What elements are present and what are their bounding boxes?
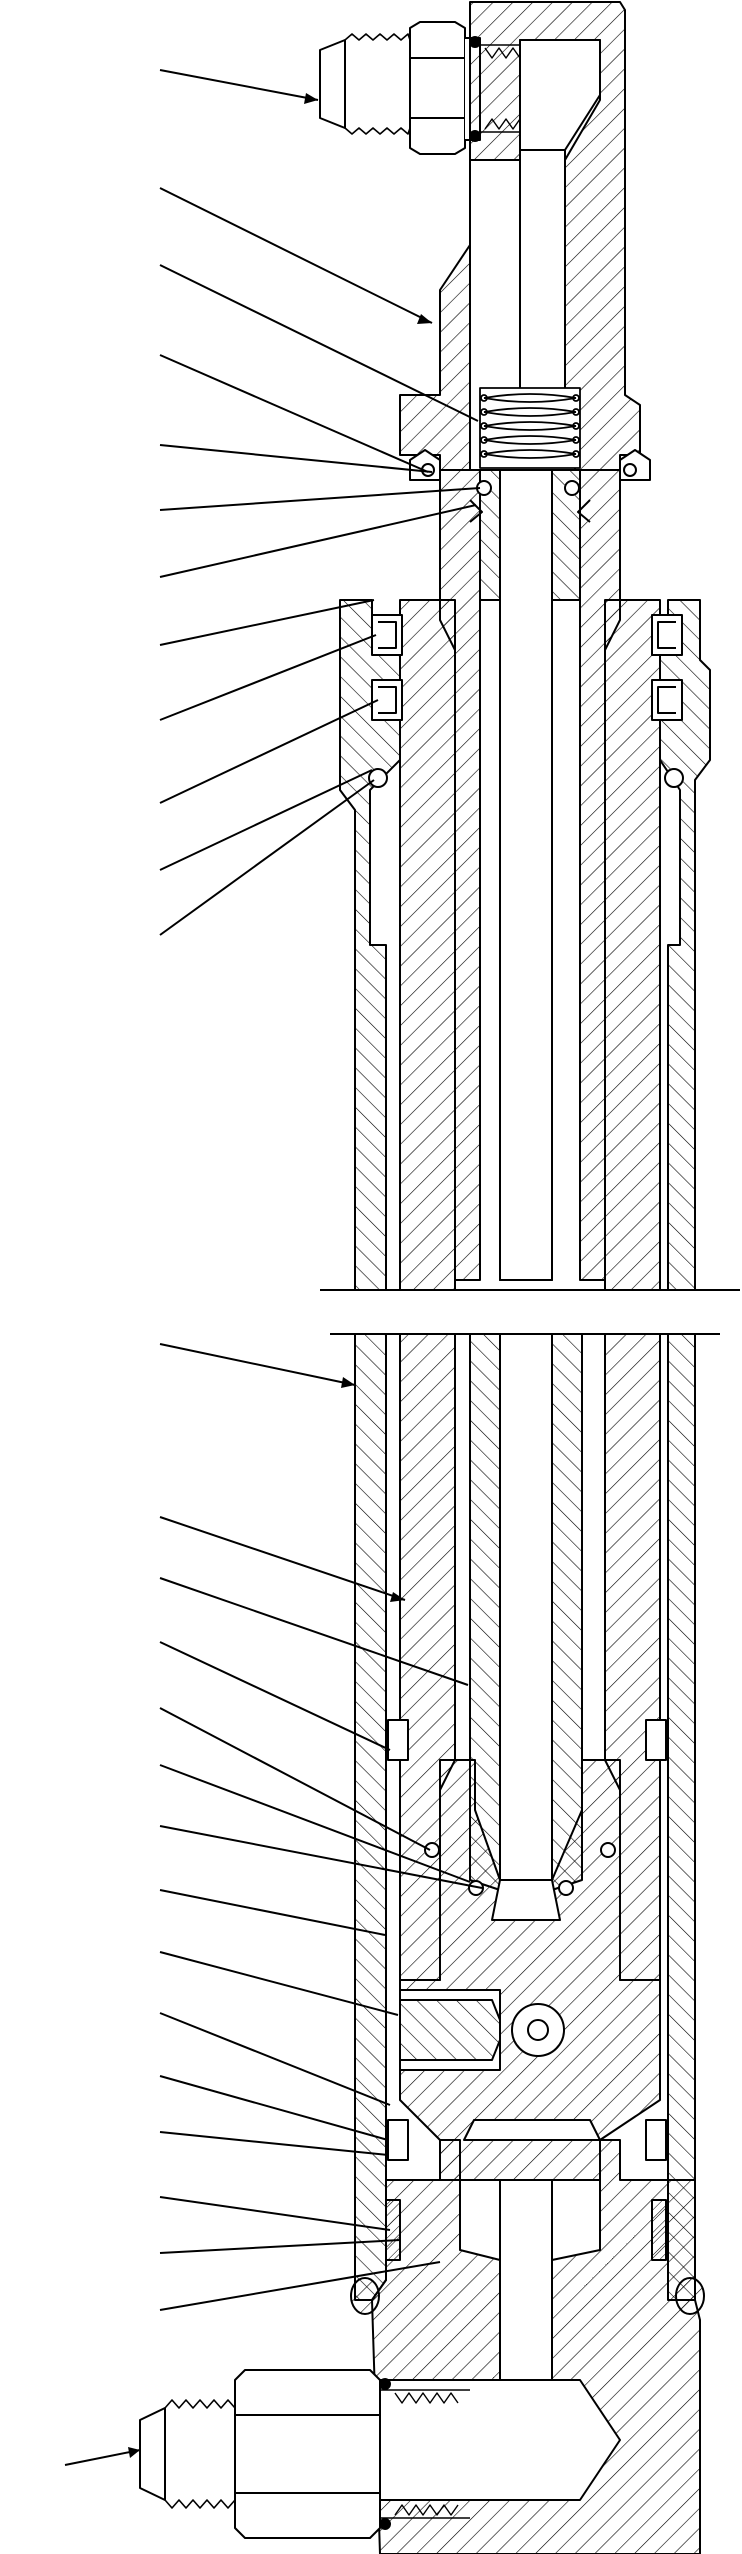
leader-line (159, 634, 377, 721)
leader-line (159, 2075, 389, 2141)
leader-line (159, 1516, 406, 1601)
center-rod-lower (469, 1333, 583, 1895)
top-fitting-threads (344, 33, 411, 135)
leader-line (159, 599, 375, 646)
leader-line (159, 187, 433, 324)
leader-lines (64, 69, 483, 2466)
spring (479, 387, 581, 469)
leader-line (159, 769, 373, 871)
leader-line (159, 504, 477, 578)
leader-line (159, 2239, 401, 2254)
leader-arrowheads (128, 93, 432, 2458)
leader-line (159, 1343, 356, 1386)
leader-line (159, 1951, 399, 2016)
top-body (399, 1, 641, 471)
leader-line (159, 354, 429, 473)
leader-line (64, 2449, 141, 2466)
leader-line (159, 1707, 431, 1851)
upper-glands (368, 614, 684, 788)
leader-line (159, 487, 481, 511)
bottom-body (350, 2139, 705, 2554)
leader-line (159, 1764, 471, 1883)
leader-line (159, 779, 375, 936)
leader-line (159, 1825, 483, 1889)
leader-line (159, 1641, 391, 1751)
piston-head (399, 1759, 661, 2181)
leader-line (159, 699, 379, 804)
leader-line (159, 2131, 389, 2156)
leader-line (159, 2012, 391, 2106)
leader-line (159, 2261, 441, 2311)
bottom-fitting (139, 2369, 470, 2539)
outer-barrel-upper (339, 599, 711, 1291)
break-line (320, 1289, 740, 1335)
leader-line (159, 2196, 391, 2231)
center-rod (479, 469, 581, 1281)
upper-seals (409, 449, 651, 523)
leader-line (159, 1889, 386, 1936)
leader-line (159, 264, 479, 422)
leader-line (159, 1577, 469, 1686)
leader-line (159, 444, 433, 473)
leader-line (159, 69, 319, 101)
